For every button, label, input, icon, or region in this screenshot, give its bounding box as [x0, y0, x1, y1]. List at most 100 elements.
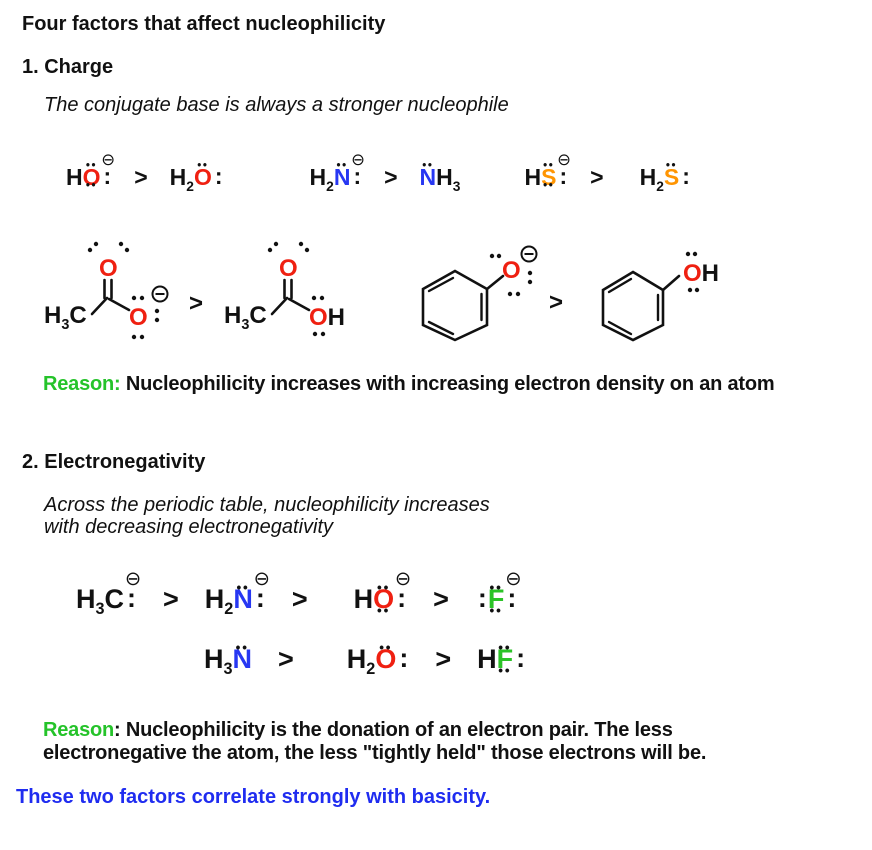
spacer [626, 184, 640, 185]
greater-than: > [134, 164, 148, 190]
lone-pair-dots: •• [489, 579, 503, 595]
formula-token: C [249, 302, 267, 329]
lone-pair-colon: : [477, 582, 487, 613]
minus-charge-icon: ⊖ [351, 150, 365, 170]
section2-reason: Reason: Nucleophilicity is the donation … [43, 719, 706, 765]
lone-pair-dots: •• [197, 160, 209, 173]
reason-label: Reason [43, 719, 115, 741]
lone-pair-colon: : [103, 163, 112, 190]
atom-N: N••⊖ [233, 568, 270, 614]
single-bond [270, 296, 289, 316]
lone-pair-dots: •• [489, 602, 503, 618]
minus-charge-icon: ⊖ [101, 150, 116, 170]
single-bond [287, 297, 311, 312]
section1-reason: Reason: Nucleophilicity increases with i… [43, 373, 775, 396]
subscript: 2 [186, 178, 194, 194]
lone-pair-dots: •• [543, 160, 555, 173]
atom-O: O••••⊖ [373, 568, 412, 618]
atom-O: O [309, 304, 328, 331]
formula-token: H [327, 304, 346, 331]
phenoxide-structure: O [420, 242, 555, 352]
lone-pair-dots: •• [85, 180, 98, 192]
atom-O: O•• [375, 639, 397, 674]
greater-than: > [435, 644, 452, 674]
formula-token: H [346, 644, 367, 674]
ring-double-bond [427, 320, 455, 336]
minus-charge-icon: ⊖ [253, 568, 270, 591]
lone-pair-colon: : [255, 582, 265, 613]
ring-double-bond [607, 320, 633, 336]
formula-token: H [524, 164, 542, 190]
minus-charge-icon: ⊖ [557, 150, 572, 170]
formula-token: H [309, 164, 327, 190]
atom-O: O [683, 260, 702, 287]
lone-pair-dots: •• [498, 639, 512, 655]
subscript: 2 [326, 178, 334, 194]
minus-charge-icon [151, 285, 169, 303]
benzene-ring [421, 269, 489, 342]
acetic-acid-bonds [267, 241, 326, 337]
page-title: Four factors that affect nucleophilicity [22, 13, 386, 35]
lone-pair-dots: •• [336, 160, 348, 173]
ring-double-bond [607, 277, 633, 294]
lone-pair-dots [267, 241, 326, 337]
section2-subtitle: Across the periodic table, nucleophilici… [44, 494, 490, 538]
greater-than: > [189, 290, 204, 317]
lone-pair-dots: •• [376, 579, 391, 595]
section2-heading: 2. Electronegativity [22, 451, 206, 473]
lone-pair-dots: •• [498, 662, 512, 678]
minus-charge-icon: ⊖ [124, 568, 142, 591]
formula-token: H [224, 302, 242, 329]
atom-O: O [279, 255, 298, 282]
lone-pair-dots [685, 251, 700, 293]
subscript: 3 [61, 316, 70, 333]
carbonyl-oxygen-label: O [279, 255, 298, 283]
single-bond [107, 297, 131, 312]
single-bond [90, 296, 109, 316]
greater-than: > [590, 164, 604, 190]
atom-O: O [129, 304, 148, 331]
lone-pair-dots: •• [235, 639, 249, 655]
reason-label: Reason: [43, 373, 121, 395]
lone-pair-colon: : [127, 582, 137, 613]
lone-pair-colon: : [214, 163, 223, 190]
lone-pair-colon: : [682, 163, 690, 190]
formula-token: H [44, 302, 62, 329]
formula-token: H [639, 164, 657, 190]
greater-than: > [163, 584, 179, 614]
formula-token: H [477, 644, 497, 674]
reason-text: Nucleophilicity increases with increasin… [120, 373, 775, 395]
atom-F: F••••⊖ [487, 568, 522, 618]
single-bond [485, 274, 505, 291]
section1-subtitle: The conjugate base is always a stronger … [44, 94, 509, 116]
subscript: 2 [366, 660, 376, 679]
greater-than: > [433, 584, 449, 614]
lone-pair-dots: •• [379, 639, 393, 655]
minus-charge-icon: ⊖ [394, 568, 412, 591]
spacer [460, 184, 524, 185]
oxyanion-label: O [502, 257, 521, 285]
subscript: 2 [656, 178, 664, 194]
benzene-ring [601, 270, 665, 342]
basicity-note: These two factors correlate strongly wit… [16, 786, 491, 808]
lone-pair-dots: •• [85, 160, 98, 173]
spacer [334, 607, 354, 608]
formula-token: H [701, 260, 720, 287]
lone-pair-dots: •• [422, 160, 434, 173]
spacer [320, 667, 347, 668]
atom-N: N•• [419, 160, 437, 190]
lone-pair-colon: : [399, 642, 409, 673]
phenoxide-bonds [421, 245, 538, 342]
atom-S: S•• [663, 160, 680, 190]
formula-token: H [436, 164, 453, 190]
atom-O: O [99, 255, 118, 282]
